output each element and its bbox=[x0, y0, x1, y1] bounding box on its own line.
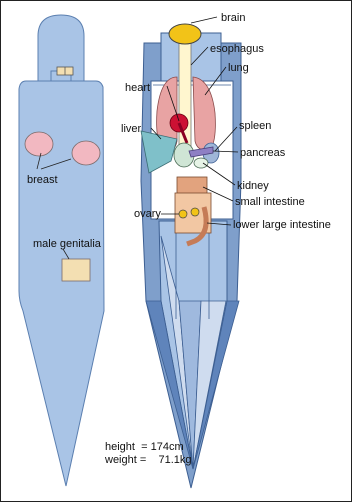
brain bbox=[169, 24, 201, 44]
label-lower-large-intestine: lower large intestine bbox=[233, 219, 331, 231]
weight-value: = 71.1kg bbox=[140, 454, 192, 466]
label-ovary: ovary bbox=[134, 208, 161, 220]
genitalia-patch bbox=[62, 259, 90, 281]
breast-left bbox=[25, 132, 53, 156]
label-lung: lung bbox=[228, 62, 249, 74]
label-kidney: kidney bbox=[237, 180, 269, 192]
label-male-genitalia: male genitalia bbox=[33, 238, 102, 250]
body-stats: height = 174cm weight = 71.1kg bbox=[105, 441, 192, 467]
exterior-phantom bbox=[19, 15, 104, 486]
label-esophagus: esophagus bbox=[210, 43, 264, 55]
label-spleen: spleen bbox=[239, 120, 271, 132]
kidney bbox=[194, 158, 208, 168]
cutaway-phantom bbox=[141, 24, 241, 488]
label-small-intestine: small intestine bbox=[235, 196, 305, 208]
height-value: = 174cm bbox=[141, 441, 184, 453]
weight-row: weight = 71.1kg bbox=[105, 454, 192, 467]
weight-label: weight bbox=[105, 454, 137, 466]
label-breast: breast bbox=[27, 174, 58, 186]
label-brain: brain bbox=[221, 12, 245, 24]
label-heart: heart bbox=[125, 82, 150, 94]
height-label: height bbox=[105, 441, 135, 453]
ovary-right bbox=[191, 208, 199, 216]
breast-right bbox=[72, 141, 100, 165]
label-liver: liver bbox=[121, 123, 142, 135]
label-pancreas: pancreas bbox=[240, 147, 286, 159]
height-row: height = 174cm bbox=[105, 441, 192, 454]
ovary-left bbox=[179, 210, 187, 218]
